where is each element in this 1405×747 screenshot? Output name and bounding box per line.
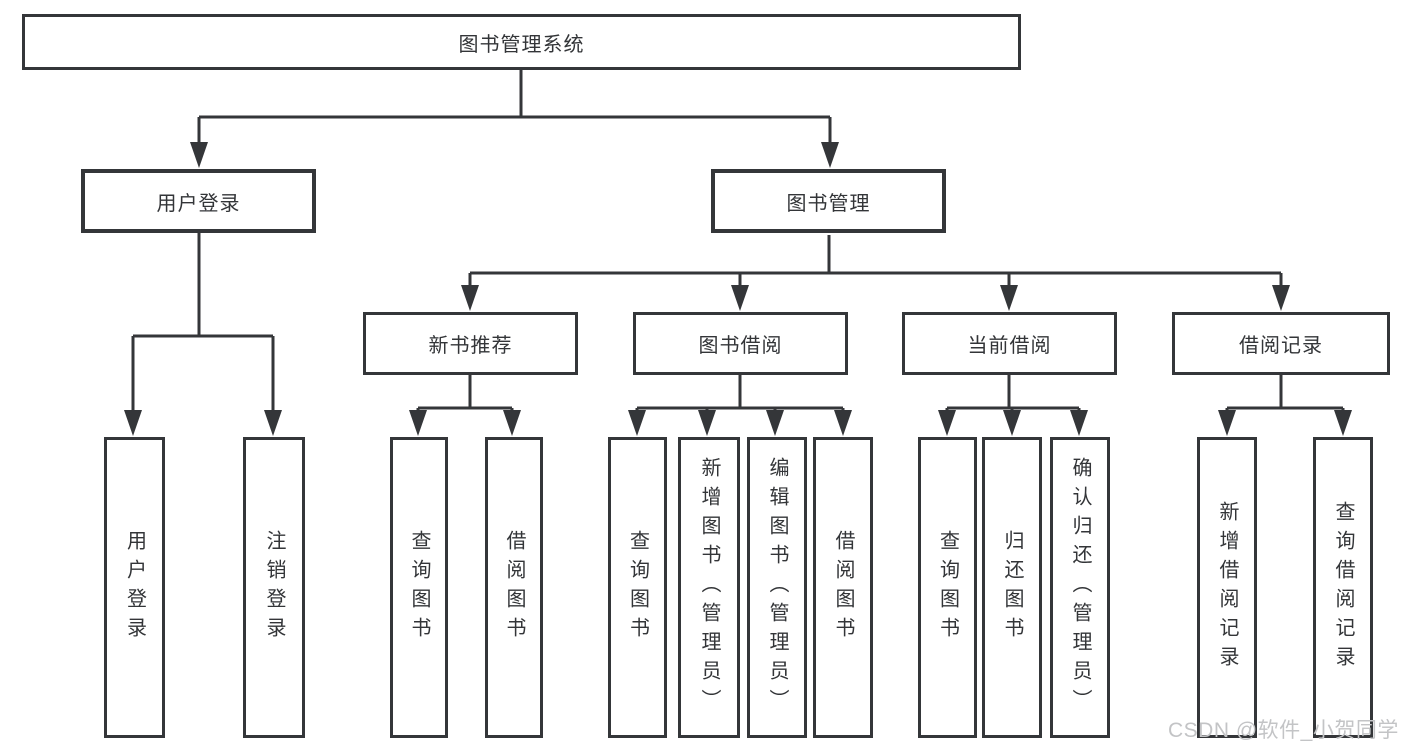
leaf-label: 确认归还（管理员）	[1069, 457, 1091, 718]
leaf-label: 借阅图书	[832, 529, 854, 646]
leaf-records-query-record: 查询借阅记录	[1313, 437, 1373, 738]
node-user-login: 用户登录	[81, 169, 316, 233]
node-library-management-system: 图书管理系统	[22, 14, 1021, 70]
leaf-label: 查询借阅记录	[1332, 500, 1354, 675]
leaf-logout: 注销登录	[243, 437, 305, 738]
leaf-current-return-books: 归还图书	[982, 437, 1042, 738]
leaf-label: 编辑图书（管理员）	[766, 457, 788, 718]
leaf-newbook-query-books: 查询图书	[390, 437, 448, 738]
leaf-borrowing-query-books: 查询图书	[608, 437, 667, 738]
node-new-book-recommend: 新书推荐	[363, 312, 578, 375]
leaf-borrowing-add-books-admin: 新增图书（管理员）	[678, 437, 740, 738]
leaf-label: 注销登录	[263, 529, 285, 646]
leaf-borrowing-borrow-books: 借阅图书	[813, 437, 873, 738]
leaf-label: 归还图书	[1001, 529, 1023, 646]
node-label: 用户登录	[156, 192, 241, 215]
leaf-current-confirm-return-admin: 确认归还（管理员）	[1050, 437, 1110, 738]
leaf-label: 借阅图书	[503, 529, 525, 646]
node-book-management: 图书管理	[711, 169, 946, 233]
node-label: 当前借阅	[967, 335, 1052, 357]
leaf-label: 查询图书	[626, 529, 649, 646]
leaf-newbook-borrow-books: 借阅图书	[485, 437, 543, 738]
csdn-watermark: CSDN @软件_小贺同学	[1168, 719, 1399, 742]
leaf-current-query-books: 查询图书	[918, 437, 977, 738]
leaf-user-login: 用户登录	[104, 437, 165, 738]
leaf-label: 新增借阅记录	[1216, 500, 1238, 675]
leaf-records-add-record: 新增借阅记录	[1197, 437, 1257, 738]
node-label: 图书管理	[786, 192, 871, 215]
node-book-borrowing: 图书借阅	[633, 312, 848, 375]
node-label: 图书借阅	[698, 335, 783, 357]
leaf-label: 查询图书	[408, 529, 430, 646]
node-borrow-records: 借阅记录	[1172, 312, 1390, 375]
node-label: 新书推荐	[428, 335, 513, 357]
leaf-label: 用户登录	[123, 529, 146, 646]
leaf-label: 新增图书（管理员）	[698, 457, 720, 718]
leaf-label: 查询图书	[936, 529, 959, 646]
leaf-borrowing-edit-books-admin: 编辑图书（管理员）	[747, 437, 807, 738]
node-label: 借阅记录	[1239, 335, 1323, 357]
node-label: 图书管理系统	[458, 33, 585, 56]
node-current-borrowing: 当前借阅	[902, 312, 1117, 375]
